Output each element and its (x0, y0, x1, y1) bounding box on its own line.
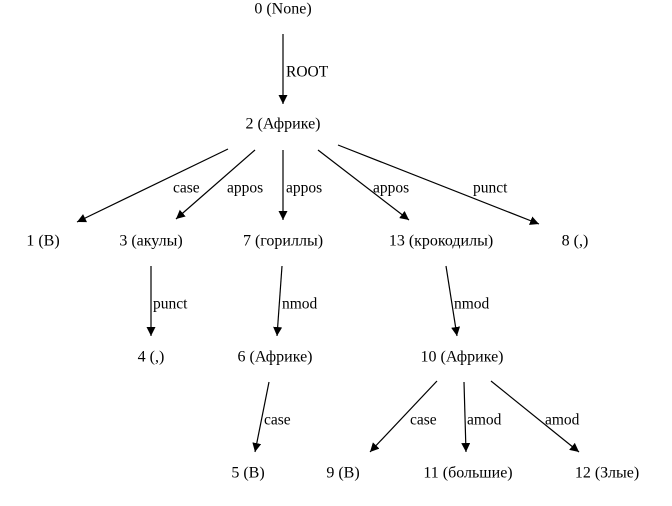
edge-label-n2-n8: punct (473, 180, 508, 197)
edge-arrow-n6-n5 (252, 381, 270, 453)
node-n4: 4 (,) (138, 349, 165, 366)
edge-label-n2-n7: appos (286, 180, 322, 197)
edge-arrow-n7-n6 (273, 265, 283, 337)
node-n1: 1 (В) (26, 233, 59, 250)
node-n13: 13 (крокодилы) (389, 233, 493, 250)
edge-arrow-n10-n9 (369, 380, 438, 453)
node-n0: 0 (None) (254, 1, 311, 18)
edge-arrow-n10-n12 (490, 380, 580, 453)
edge-labels-layer: ROOT case appos appos appos punct punct nmod nmo… (153, 64, 580, 429)
node-n2: 2 (Африке) (245, 116, 320, 133)
node-n3: 3 (акулы) (119, 233, 182, 250)
node-n8: 8 (,) (562, 233, 589, 250)
edges-layer (76, 34, 580, 453)
edge-arrow-n2-n13 (317, 149, 410, 221)
edge-arrow-n13-n10 (445, 265, 461, 337)
edge-label-n10-n12: amod (545, 412, 580, 429)
node-n6: 6 (Африке) (237, 349, 312, 366)
edge-label-n0-n2: ROOT (286, 64, 329, 81)
node-n9: 9 (В) (326, 465, 359, 482)
node-n10: 10 (Африке) (420, 349, 503, 366)
edge-label-n3-n4: punct (153, 296, 188, 313)
node-n12: 12 (Злые) (575, 465, 639, 482)
edge-label-n6-n5: case (264, 412, 291, 429)
edge-arrow-n2-n8 (337, 144, 540, 225)
node-n7: 7 (гориллы) (243, 233, 323, 250)
edge-arrow-n2-n3 (175, 149, 256, 220)
edge-label-n2-n3: appos (227, 180, 263, 197)
edge-label-n2-n13: appos (373, 180, 409, 197)
edge-label-n10-n9: case (410, 412, 437, 429)
edge-label-n2-n1: case (173, 180, 200, 197)
nodes-layer: 0 (None) 2 (Африке) 1 (В) 3 (акулы) 7 (горил… (26, 1, 639, 482)
node-n11: 11 (большие) (423, 465, 512, 482)
edge-label-n10-n11: amod (467, 412, 502, 429)
edge-arrow-n2-n1 (76, 148, 229, 223)
node-n5: 5 (В) (231, 465, 264, 482)
edge-label-n7-n6: nmod (282, 296, 318, 313)
edge-label-n13-n10: nmod (454, 296, 490, 313)
edge-arrow-n10-n11 (461, 381, 471, 453)
